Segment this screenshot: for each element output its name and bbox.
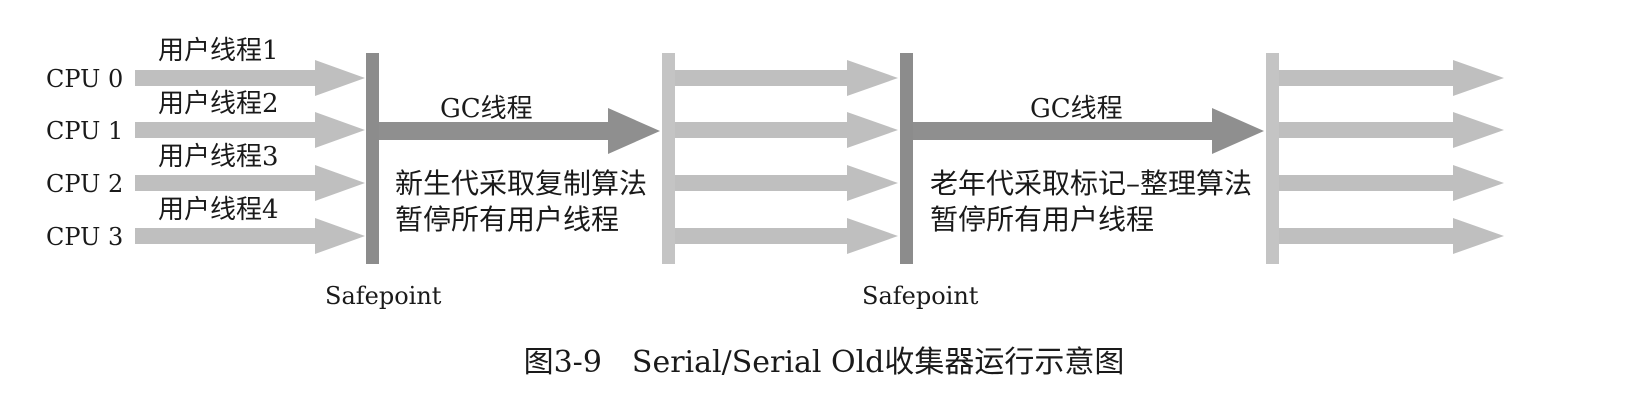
user-thread-arrows-after-gc-2 [1279, 60, 1504, 254]
cpu3-arrow-segment3 [1279, 218, 1504, 254]
gc-thread-arrow-1 [379, 108, 660, 154]
cpu2-arrow-segment3 [1279, 165, 1504, 201]
cpu-label-2: CPU 2 [46, 170, 124, 198]
user-thread-label-2: 用户线程2 [158, 89, 279, 119]
cpu1-arrow-segment1 [135, 112, 365, 148]
gc-thread-arrow-2 [913, 108, 1264, 154]
safepoint-barrier-1 [366, 53, 379, 264]
gc-thread-label-1: GC线程 [440, 94, 533, 124]
cpu2-arrow-segment2 [675, 165, 898, 201]
user-thread-label-3: 用户线程3 [158, 142, 279, 172]
cpu-label-0: CPU 0 [46, 65, 124, 93]
cpu3-arrow-segment1 [135, 218, 365, 254]
user-thread-label-1: 用户线程1 [158, 36, 279, 66]
phase2-description-line1: 老年代采取标记–整理算法 [930, 167, 1253, 200]
figure-caption: 图3-9 Serial/Serial Old收集器运行示意图 [523, 345, 1125, 380]
resume-barrier-2 [1266, 53, 1279, 264]
cpu1-arrow-segment2 [675, 112, 898, 148]
safepoint-barrier-2 [900, 53, 913, 264]
gc-thread-label-2: GC线程 [1030, 94, 1123, 124]
phase1-description-line2: 暂停所有用户线程 [395, 203, 620, 236]
cpu3-arrow-segment2 [675, 218, 898, 254]
safepoint-label-1: Safepoint [325, 282, 442, 310]
cpu0-arrow-segment1 [135, 60, 365, 96]
user-thread-arrows-after-gc-1 [675, 60, 898, 254]
cpu2-arrow-segment1 [135, 165, 365, 201]
resume-barrier-1 [662, 53, 675, 264]
user-thread-label-4: 用户线程4 [158, 195, 279, 225]
cpu0-arrow-segment3 [1279, 60, 1504, 96]
cpu1-arrow-segment3 [1279, 112, 1504, 148]
phase1-description-line1: 新生代采取复制算法 [395, 167, 648, 200]
cpu0-arrow-segment2 [675, 60, 898, 96]
user-thread-arrows-before-gc [135, 60, 365, 254]
cpu-label-1: CPU 1 [46, 117, 124, 145]
safepoint-label-2: Safepoint [862, 282, 979, 310]
phase2-description-line2: 暂停所有用户线程 [930, 203, 1155, 236]
cpu-label-3: CPU 3 [46, 223, 124, 251]
